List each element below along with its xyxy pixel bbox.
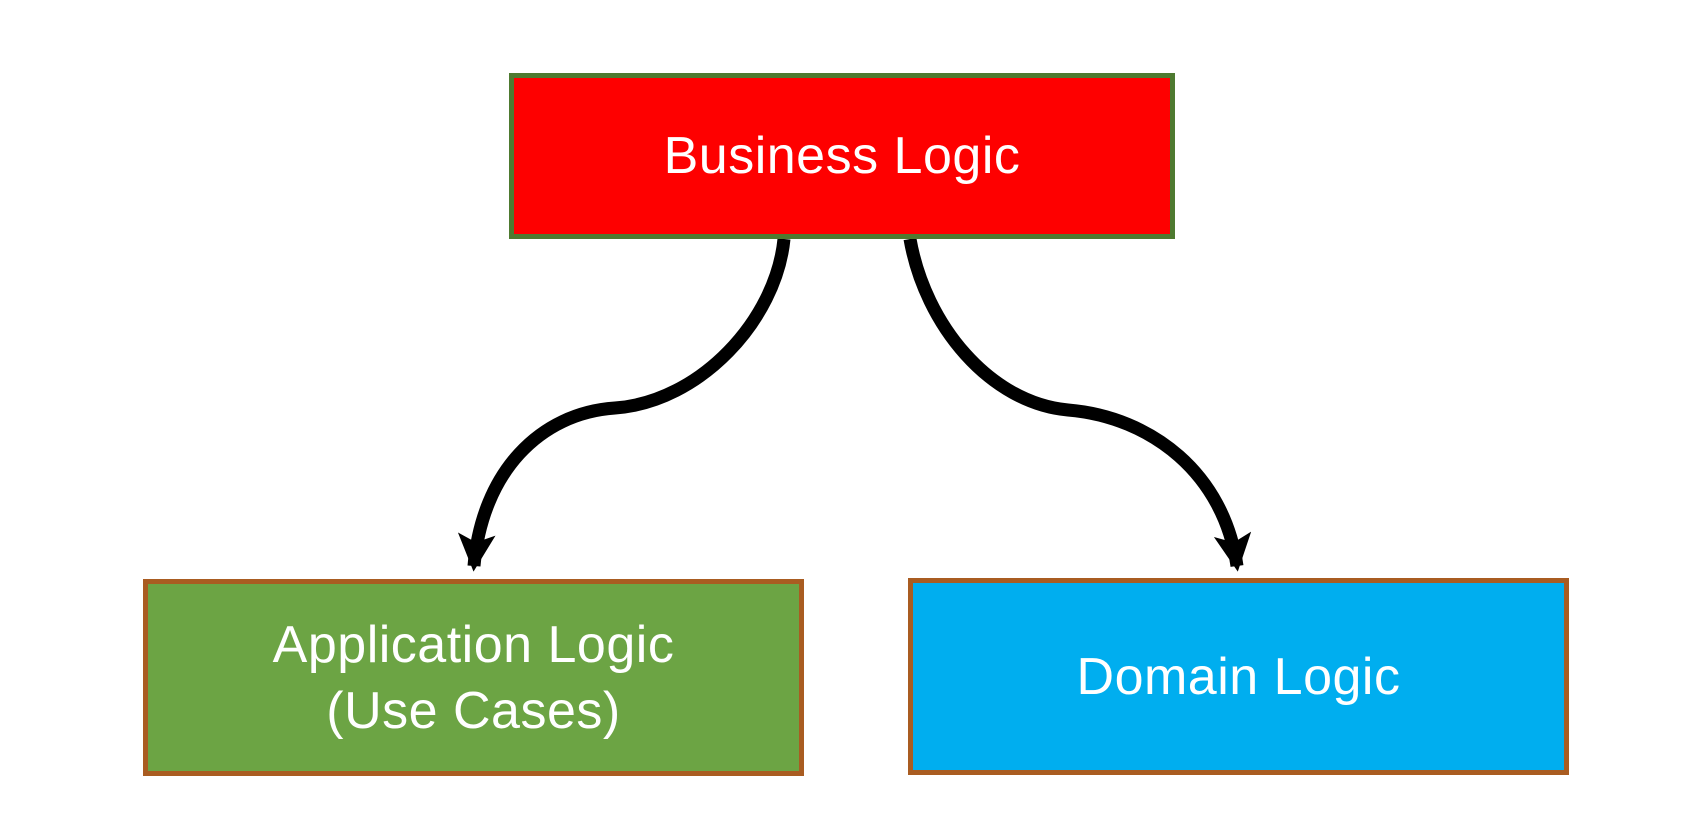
node-application-logic: Application Logic (Use Cases) xyxy=(143,579,804,776)
arrow-business-to-domain xyxy=(903,237,1252,572)
node-business-logic: Business Logic xyxy=(509,73,1175,239)
node-application-logic-label-line2: (Use Cases) xyxy=(326,681,621,740)
node-domain-logic-label: Domain Logic xyxy=(1076,647,1401,706)
node-business-logic-label: Business Logic xyxy=(663,127,1021,185)
node-application-logic-label-line1: Application Logic xyxy=(272,615,675,674)
arrow-business-to-application xyxy=(457,238,791,572)
node-domain-logic: Domain Logic xyxy=(908,578,1569,775)
